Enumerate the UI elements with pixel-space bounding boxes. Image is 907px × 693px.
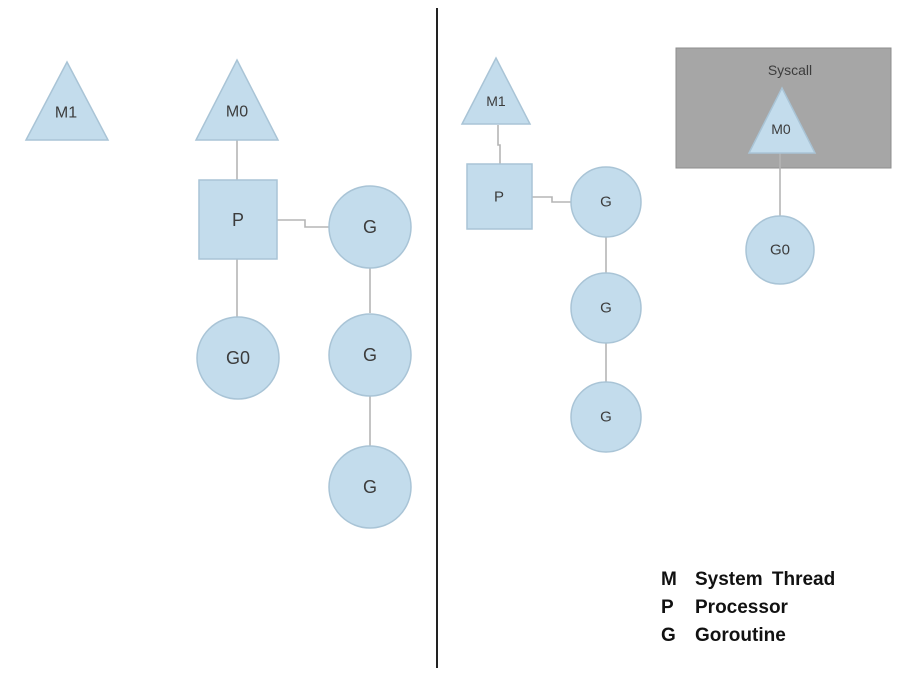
left-p-node: P <box>198 179 278 260</box>
right-g-node: G <box>570 381 642 453</box>
left-g-node: G <box>328 313 412 397</box>
left-g-node: G <box>328 445 412 529</box>
right-m1-node: M1 <box>460 56 532 125</box>
left-g-node: G <box>328 185 412 269</box>
right-panel: Syscall M1 P G G G <box>460 47 892 453</box>
right-g-label: G <box>600 409 612 426</box>
left-g-label: G <box>363 217 377 237</box>
right-p-node: P <box>466 163 533 230</box>
right-g0-label: G0 <box>770 242 790 259</box>
syscall-title: Syscall <box>768 62 812 78</box>
right-g-node: G <box>570 272 642 344</box>
legend-key: G <box>661 625 676 646</box>
left-m0-node: M0 <box>194 58 280 141</box>
legend-key: P <box>661 597 674 618</box>
left-p-label: P <box>232 210 244 230</box>
legend: M System Thread P Processor G Goroutine <box>661 566 835 650</box>
legend-key: M <box>661 569 677 590</box>
left-g-label: G <box>363 345 377 365</box>
right-g-node: G <box>570 166 642 238</box>
edge-p-g-queue <box>277 219 329 228</box>
legend-item-p: P Processor <box>661 594 835 622</box>
left-m1-label: M1 <box>55 105 77 122</box>
right-g-label: G <box>600 194 612 211</box>
edge-m1-p <box>497 125 501 164</box>
left-g0-label: G0 <box>226 348 250 368</box>
left-panel: M1 M0 P G0 G G G <box>24 58 412 529</box>
left-m1-node: M1 <box>24 60 110 141</box>
right-g-label: G <box>600 300 612 317</box>
left-g0-node: G0 <box>196 316 280 400</box>
edge-p-g-queue <box>532 196 572 203</box>
right-p-label: P <box>494 189 504 206</box>
left-g-label: G <box>363 477 377 497</box>
right-m1-label: M1 <box>486 93 506 109</box>
legend-description: Processor <box>695 597 788 618</box>
left-m0-label: M0 <box>226 104 248 121</box>
right-g0-node: G0 <box>745 215 815 285</box>
legend-item-m: M System Thread <box>661 566 835 594</box>
right-m0-label: M0 <box>771 121 791 137</box>
legend-item-g: G Goroutine <box>661 622 835 650</box>
legend-description: System Thread <box>695 569 836 590</box>
right-m0-node: M0 <box>747 86 817 154</box>
legend-description: Goroutine <box>695 625 786 646</box>
